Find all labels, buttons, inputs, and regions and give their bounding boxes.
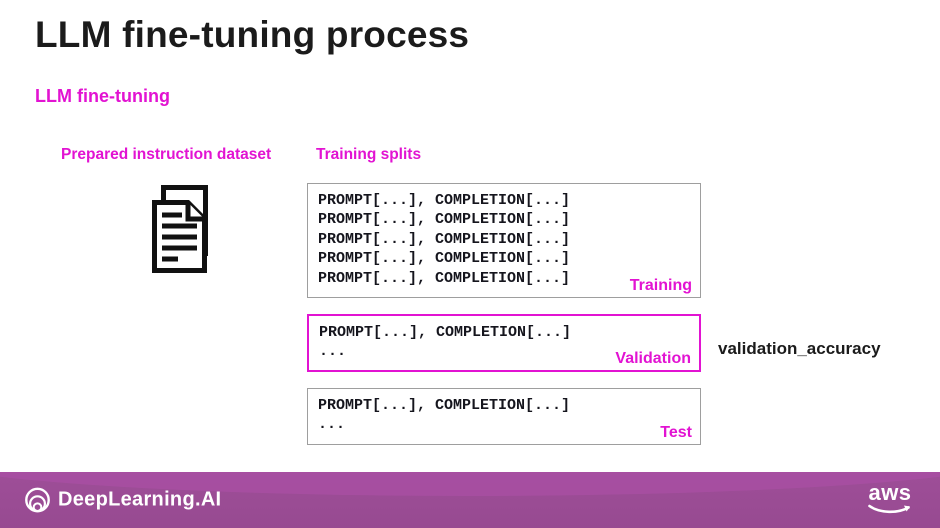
prompt-completion-line: PROMPT[...], COMPLETION[...]	[318, 211, 571, 229]
validation-split-box: PROMPT[...], COMPLETION[...]... Validati…	[307, 314, 701, 372]
validation-accuracy-annotation: validation_accuracy	[718, 339, 881, 358]
training-split-box: PROMPT[...], COMPLETION[...]PROMPT[...],…	[307, 183, 701, 298]
prompt-completion-line: PROMPT[...], COMPLETION[...]	[319, 324, 572, 341]
test-split-label: Test	[660, 424, 692, 441]
prompt-completion-line: PROMPT[...], COMPLETION[...]	[318, 230, 571, 248]
label-training-splits: Training splits	[316, 146, 422, 163]
deeplearning-ai-logo: DeepLearning.AI	[24, 487, 221, 514]
deeplearning-ai-wordmark: DeepLearning.AI	[58, 488, 222, 511]
page-title: LLM fine-tuning process	[35, 14, 470, 55]
training-split-samples: PROMPT[...], COMPLETION[...]PROMPT[...],…	[318, 191, 570, 288]
validation-split-label: Validation	[615, 350, 691, 367]
deeplearning-ai-rings-icon	[24, 487, 51, 514]
ellipsis-line: ...	[318, 416, 346, 434]
aws-wordmark: aws	[868, 480, 912, 505]
aws-smile-arrow-icon	[868, 504, 912, 517]
label-prepared-instruction-dataset: Prepared instruction dataset	[61, 146, 272, 163]
document-pages-icon	[146, 185, 214, 273]
aws-logo: aws	[868, 480, 912, 517]
ellipsis-line: ...	[319, 343, 347, 361]
section-subtitle: LLM fine-tuning	[35, 86, 170, 106]
prompt-completion-line: PROMPT[...], COMPLETION[...]	[318, 269, 571, 287]
training-split-label: Training	[629, 277, 692, 294]
prompt-completion-line: PROMPT[...], COMPLETION[...]	[318, 250, 571, 268]
prompt-completion-line: PROMPT[...], COMPLETION[...]	[318, 192, 571, 209]
test-split-box: PROMPT[...], COMPLETION[...]... Test	[307, 388, 701, 445]
validation-split-samples: PROMPT[...], COMPLETION[...]...	[319, 323, 571, 362]
footer-bar: DeepLearning.AI aws	[0, 472, 940, 528]
test-split-samples: PROMPT[...], COMPLETION[...]...	[318, 396, 570, 435]
prompt-completion-line: PROMPT[...], COMPLETION[...]	[318, 397, 571, 414]
